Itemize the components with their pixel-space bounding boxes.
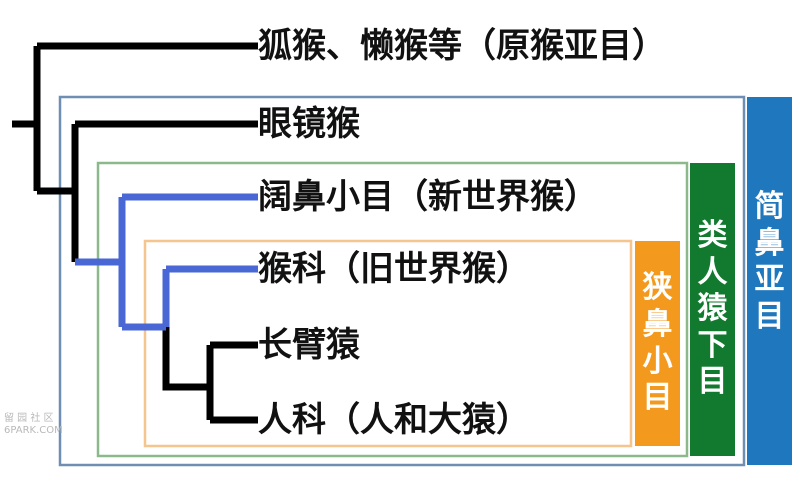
haplorhini-char: 鼻 bbox=[754, 225, 785, 261]
watermark-line-1: 留 园 社 区 bbox=[4, 413, 54, 424]
label-tarsiers: 眼镜猴 bbox=[258, 104, 360, 144]
simiiformes-char: 猿 bbox=[697, 291, 728, 327]
label-gibbons: 长臂猿 bbox=[258, 325, 360, 365]
simiiformes-char: 目 bbox=[697, 364, 728, 400]
label-lemurs: 狐猴、懒猴等（原猴亚目） bbox=[258, 26, 666, 66]
watermark: 留 园 社 区 6PARK.COM bbox=[4, 413, 63, 437]
tree-branches-blue bbox=[75, 193, 258, 331]
tree-branches-black bbox=[12, 42, 258, 424]
simiiformes-char: 人 bbox=[697, 254, 728, 290]
haplorhini-char: 简 bbox=[754, 189, 785, 224]
watermark-line-2: 6PARK.COM bbox=[4, 425, 63, 436]
label-old-world-monkeys: 猴科（旧世界猴） bbox=[258, 249, 530, 289]
haplorhini-char: 亚 bbox=[754, 262, 785, 298]
group-label-haplorhini: 简 鼻 亚 目 bbox=[747, 97, 792, 465]
catarrhini-char: 目 bbox=[642, 380, 673, 416]
simiiformes-char: 类 bbox=[697, 218, 728, 254]
haplorhini-char: 目 bbox=[754, 298, 785, 334]
label-new-world-monkeys: 阔鼻小目（新世界猴） bbox=[258, 177, 598, 217]
catarrhini-char: 鼻 bbox=[642, 306, 673, 342]
haplorhini-box bbox=[58, 95, 746, 467]
catarrhini-box bbox=[143, 239, 633, 448]
group-label-catarrhini: 狭 鼻 小 目 bbox=[635, 241, 680, 446]
catarrhini-char: 狭 bbox=[642, 270, 673, 306]
branch-hominoid-stem bbox=[162, 327, 210, 391]
label-hominids: 人科（人和大猿） bbox=[258, 400, 530, 440]
simiiformes-box bbox=[96, 161, 689, 458]
group-label-simiiformes: 类 人 猿 下 目 bbox=[690, 163, 735, 456]
simiiformes-char: 下 bbox=[697, 327, 728, 363]
catarrhini-char: 小 bbox=[642, 343, 673, 379]
